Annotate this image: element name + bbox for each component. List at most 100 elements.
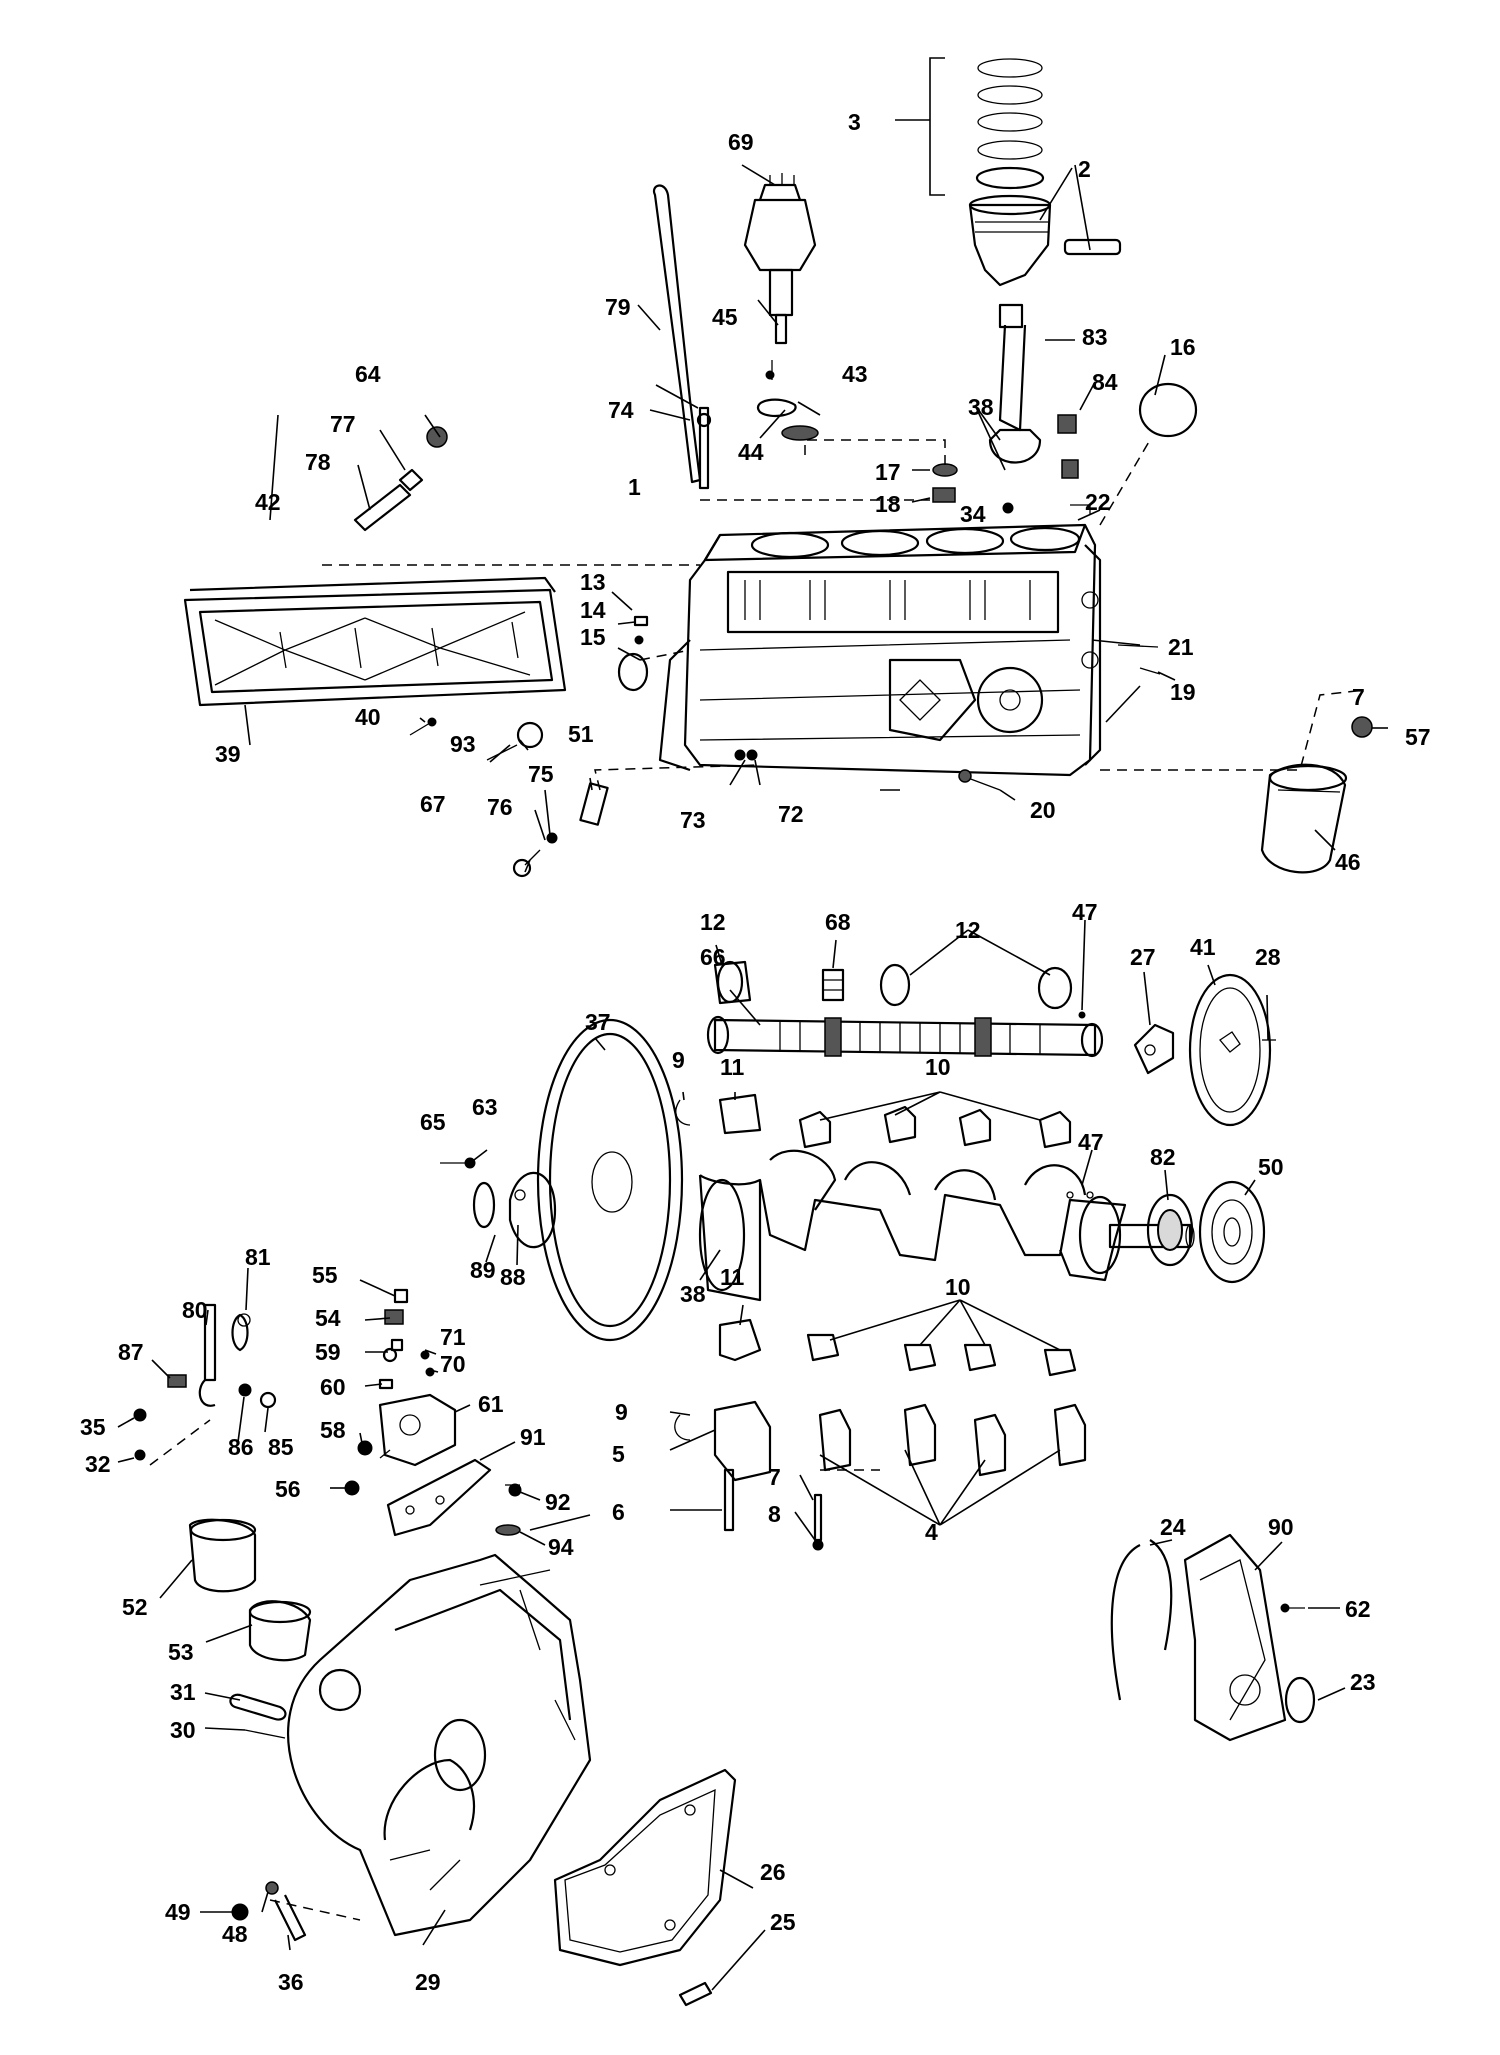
callout-1: 1 (628, 474, 641, 500)
callout-87: 87 (118, 1339, 144, 1365)
engine-block (658, 523, 1102, 777)
callout-39: 39 (215, 741, 241, 767)
callout-77: 77 (330, 411, 356, 437)
callout-67: 67 (420, 791, 446, 817)
callout-84: 84 (1092, 369, 1118, 395)
callout-9: 9 (672, 1047, 685, 1073)
callout-4: 4 (925, 1519, 938, 1545)
callout-26: 26 (760, 1859, 786, 1885)
callout-21: 21 (1168, 634, 1194, 660)
callout-35: 35 (80, 1414, 106, 1440)
callout-78: 78 (305, 449, 331, 475)
callout-43: 43 (842, 361, 868, 387)
callout-45: 45 (712, 304, 738, 330)
housing-small-parts (188, 1518, 361, 1942)
callout-25: 25 (770, 1909, 796, 1935)
callout-61: 61 (478, 1391, 504, 1417)
oil-pump (344, 1288, 457, 1496)
small-parts-upper (353, 360, 1198, 878)
callout-48: 48 (222, 1921, 248, 1947)
callout-90: 90 (1268, 1514, 1294, 1540)
housing-gasket (553, 1768, 737, 2007)
callout-82: 82 (1150, 1144, 1176, 1170)
callout-80: 80 (182, 1297, 208, 1323)
callout-86: 86 (228, 1434, 254, 1460)
callout-leaders (244, 164, 1388, 873)
callout-13: 13 (580, 569, 606, 595)
callout-68: 68 (825, 909, 851, 935)
camshaft (706, 1015, 1104, 1058)
callout-leaders-middle (469, 919, 1269, 1351)
callout-12: 12 (700, 909, 726, 935)
callout-79: 79 (605, 294, 631, 320)
callout-92: 92 (545, 1489, 571, 1515)
callout-20: 20 (1030, 797, 1056, 823)
relation-lines-upper (322, 439, 1366, 791)
callout-15: 15 (580, 624, 606, 650)
callout-93: 93 (450, 731, 476, 757)
callout-31: 31 (170, 1679, 196, 1705)
callout-42: 42 (255, 489, 281, 515)
callout-38: 38 (968, 394, 994, 420)
crankshaft (698, 1149, 1195, 1302)
callout-71: 71 (440, 1324, 466, 1350)
rear-seal-housing (440, 1157, 557, 1249)
callout-83: 83 (1082, 324, 1108, 350)
callout-52: 52 (122, 1594, 148, 1620)
callout-11b: 11 (720, 1264, 745, 1290)
callout-18: 18 (875, 491, 901, 517)
callout-12b: 12 (955, 917, 981, 943)
callout-51: 51 (568, 721, 594, 747)
callout-27: 27 (1130, 944, 1156, 970)
callout-74: 74 (608, 397, 634, 423)
pickup-screen (386, 1458, 522, 1537)
callout-55: 55 (312, 1262, 338, 1288)
piston-rings (895, 57, 1045, 196)
callout-2: 2 (1078, 156, 1091, 182)
callout-65: 65 (420, 1109, 446, 1135)
callout-49: 49 (165, 1899, 191, 1925)
crank-sprocket-damper (1146, 1180, 1266, 1284)
callout-34: 34 (960, 501, 986, 527)
callout-60: 60 (320, 1374, 346, 1400)
callout-41: 41 (1190, 934, 1216, 960)
callout-54: 54 (315, 1305, 341, 1331)
callout-24: 24 (1160, 1514, 1186, 1540)
flywheel-housing (287, 1553, 592, 1937)
callout-numbers: 1 2 3 4 5 6 7 8 9 10 11 12 13 14 15 16 1… (80, 109, 1431, 1995)
callout-57: 57 (1405, 724, 1431, 750)
callout-94: 94 (548, 1534, 574, 1560)
connecting-rod (988, 303, 1042, 464)
dipstick (652, 184, 702, 484)
callout-88: 88 (500, 1264, 526, 1290)
callout-10b: 10 (945, 1274, 971, 1300)
callout-7: 7 (768, 1464, 781, 1490)
callout-9b: 9 (615, 1399, 628, 1425)
callout-22: 22 (1085, 489, 1111, 515)
cam-bearings (713, 960, 1086, 1019)
callout-30: 30 (170, 1717, 196, 1743)
callout-44: 44 (738, 439, 764, 465)
valve-cover (183, 576, 567, 707)
callout-leaders-lower (117, 1267, 1346, 1991)
callout-58: 58 (320, 1417, 346, 1443)
callout-50: 50 (1258, 1154, 1284, 1180)
callout-91: 91 (520, 1424, 546, 1450)
timing-cover (1110, 1533, 1316, 1742)
flywheel-ring (536, 1018, 684, 1342)
callout-89: 89 (470, 1257, 496, 1283)
callout-7b: 7 (1352, 684, 1365, 710)
callout-5: 5 (612, 1441, 625, 1467)
callout-75: 75 (528, 761, 554, 787)
callout-8: 8 (768, 1501, 781, 1527)
callout-23: 23 (1350, 1669, 1376, 1695)
callout-47b: 47 (1078, 1129, 1104, 1155)
callout-17: 17 (875, 459, 901, 485)
cam-gear (1133, 973, 1276, 1127)
callout-76: 76 (487, 794, 513, 820)
callout-59: 59 (315, 1339, 341, 1365)
main-bearings-lower (718, 1318, 1077, 1377)
callout-11: 11 (720, 1054, 745, 1080)
